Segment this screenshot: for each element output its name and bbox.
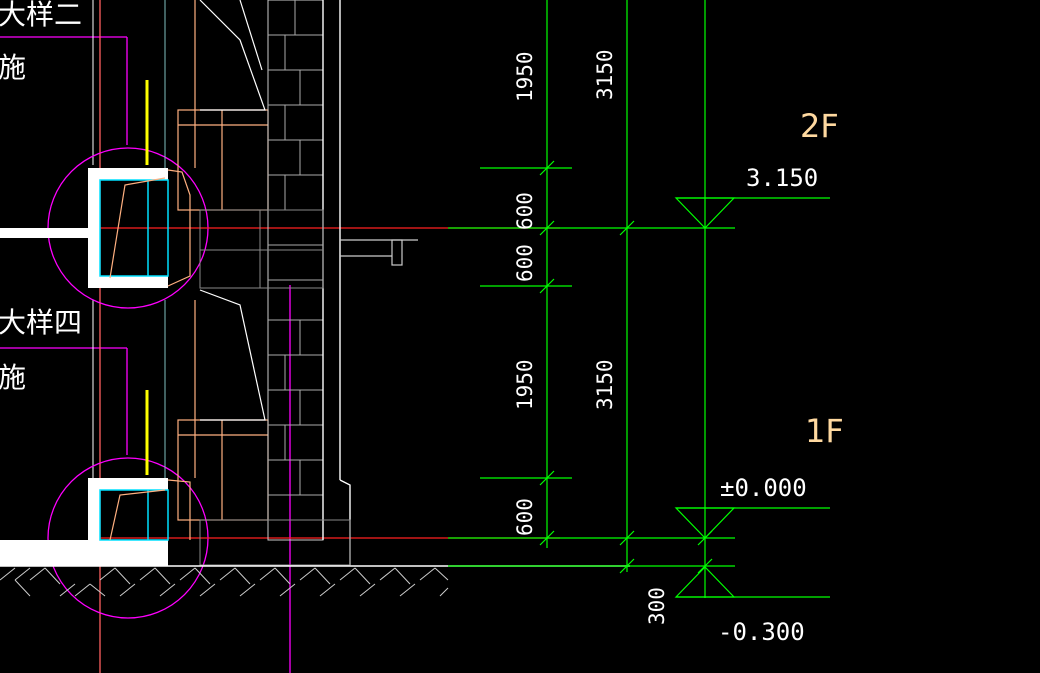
note-label-mid: 施 xyxy=(0,361,26,394)
dim-label-600-a: 600 xyxy=(513,192,537,230)
slab-profile-lower xyxy=(0,478,168,566)
floor-labels: 2F 3.150 1F ±0.000 -0.300 xyxy=(718,107,844,646)
window-frames xyxy=(109,0,269,541)
dim-label-1950-upper: 1950 xyxy=(513,51,537,102)
detail-label-top: 大样二 xyxy=(0,0,82,31)
canopy-outlines xyxy=(199,0,266,421)
note-label-top: 施 xyxy=(0,51,26,84)
ground-hatch xyxy=(0,565,630,597)
dim-label-3150-upper: 3150 xyxy=(593,49,617,100)
detail-labels: 大样二 施 大样四 施 xyxy=(0,0,82,394)
dimension-lines xyxy=(448,0,830,598)
elevation-label-ground: -0.300 xyxy=(718,618,805,646)
floor-label-2f: 2F xyxy=(800,107,839,145)
dim-label-300: 300 xyxy=(645,587,669,625)
dim-label-600-c: 600 xyxy=(513,498,537,536)
floor-label-1f: 1F xyxy=(805,412,844,450)
elevation-label-1f: ±0.000 xyxy=(720,474,807,502)
dim-label-1950-lower: 1950 xyxy=(513,359,537,410)
brick-wall xyxy=(199,0,351,566)
slab-profile-upper xyxy=(0,168,168,288)
window-elements xyxy=(99,0,169,541)
wall-bracket xyxy=(340,239,418,266)
axis-lines xyxy=(100,227,560,539)
dimension-labels: 1950 600 600 1950 600 3150 3150 300 xyxy=(513,49,669,625)
dim-label-3150-lower: 3150 xyxy=(593,359,617,410)
dim-label-600-b: 600 xyxy=(513,244,537,282)
elevation-label-2f: 3.150 xyxy=(746,164,818,192)
detail-label-mid: 大样四 xyxy=(0,306,82,339)
